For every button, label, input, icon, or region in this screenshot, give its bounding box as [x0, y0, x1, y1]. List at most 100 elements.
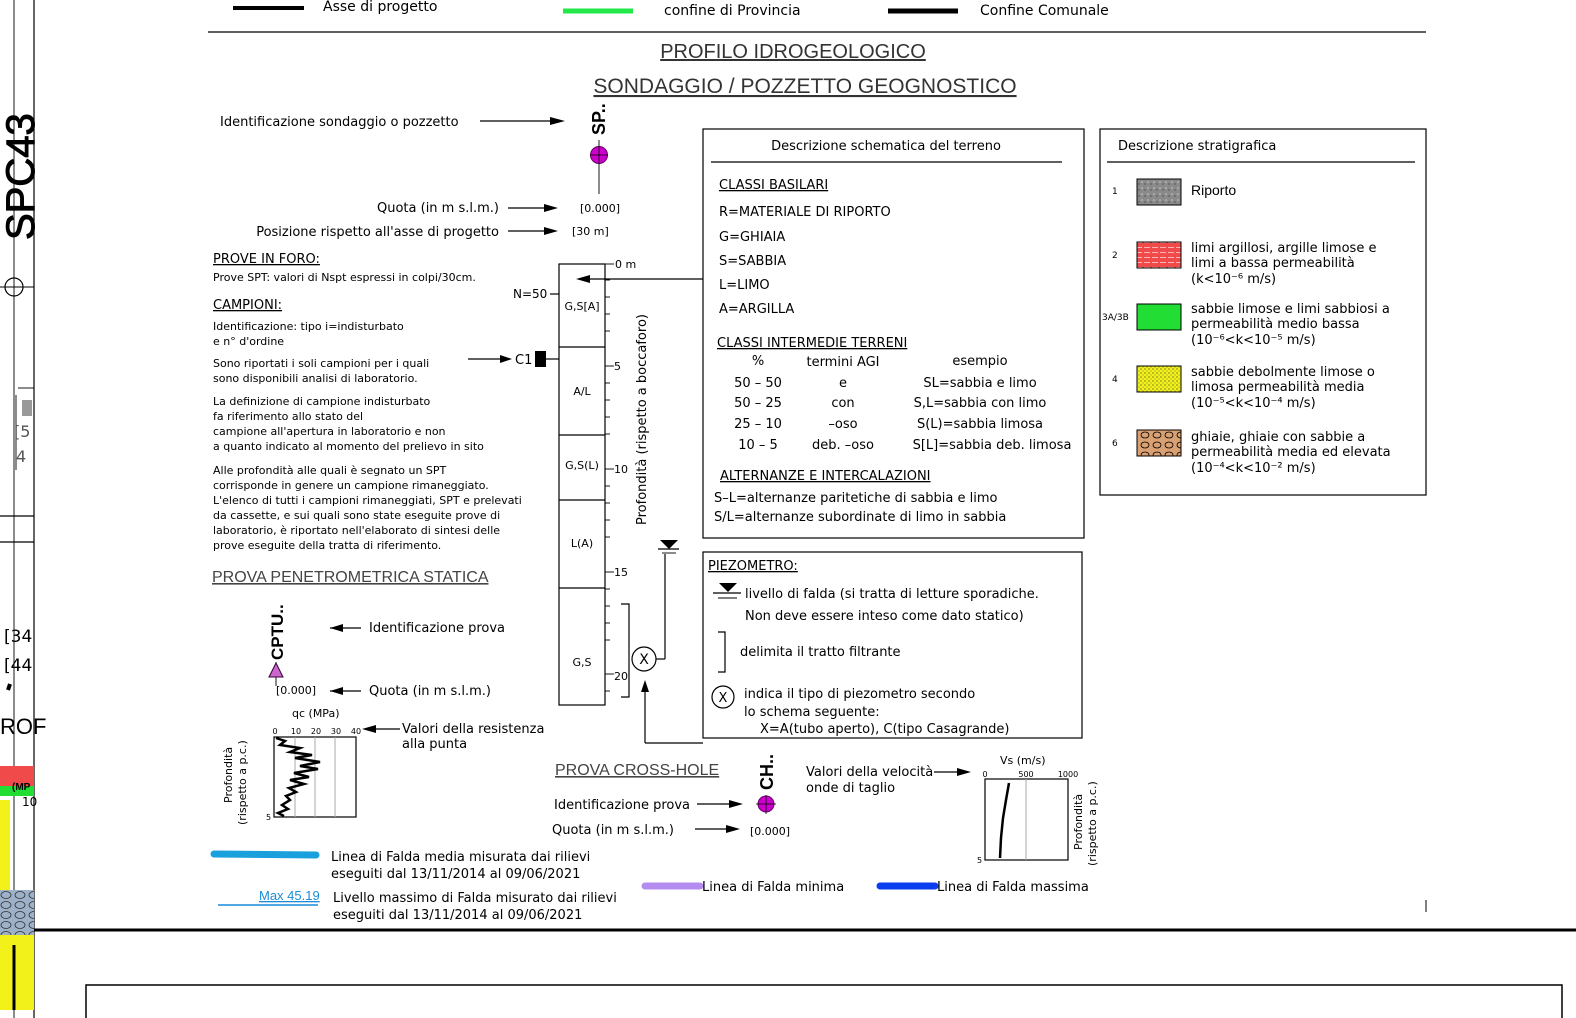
piezo-symbol: X — [719, 691, 728, 706]
sondaggio-ident: Identificazione sondaggio o pozzetto SP.… — [220, 103, 620, 240]
campioni-line: Alle profondità alle quali è segnato un … — [213, 464, 447, 477]
label-text: 500 — [1018, 770, 1033, 779]
campione-label: C1 — [515, 353, 532, 368]
campioni-line: fa riferimento allo stato del — [213, 410, 363, 423]
label-text: 0 — [982, 770, 987, 779]
depth-ticks — [605, 263, 614, 692]
table-cell: e — [839, 376, 847, 391]
margin-frag-5: ROF — [0, 714, 46, 739]
prove-spt: Prove SPT: valori di Nspt espressi in co… — [213, 271, 476, 284]
sondaggio-id: SP.. — [589, 103, 609, 135]
piezo-falda-1: livello di falda (si tratta di letture s… — [745, 587, 1039, 602]
cptu-marker-icon — [268, 661, 284, 678]
cptu-ticks: 0 10 20 30 40 — [272, 727, 361, 736]
strat-desc: (10⁻⁴<k<10⁻² m/s) — [1191, 461, 1316, 476]
strat-desc: limi argillosi, argille limose e — [1191, 241, 1376, 256]
cptu-resistenza-2: alla punta — [402, 737, 467, 752]
campioni-line: campione all'apertura in laboratorio e n… — [213, 425, 446, 438]
descrizione-schematica: Descrizione schematica del terreno CLASS… — [702, 128, 1085, 539]
crosshole-vel-1: Valori della velocità — [806, 765, 933, 780]
strat-desc: (10⁻⁶<k<10⁻⁵ m/s) — [1191, 333, 1316, 348]
sondaggio-quota-value: [0.000] — [580, 202, 620, 215]
stratigrafica-title: Descrizione stratigrafica — [1118, 139, 1276, 154]
strat-num: 2 — [1112, 251, 1118, 261]
alternanza-item: S/L=alternanze subordinate di limo in sa… — [714, 510, 1006, 525]
cptu-axis-title: qc (MPa) — [292, 707, 339, 720]
table-cell: 10 – 5 — [738, 438, 778, 453]
table-cell: –oso — [828, 417, 857, 432]
margin-frag-7: 10 — [22, 795, 37, 809]
column-axis-label: Profondità (rispetto a boccaforo) — [635, 314, 650, 525]
label-text: 1000 — [1058, 770, 1078, 779]
classi-intermedie-title: CLASSI INTERMEDIE TERRENI — [717, 336, 907, 351]
cptu-id: CPTU.. — [268, 604, 287, 660]
bottom-frame — [34, 900, 1576, 1018]
depth-label: 20 — [614, 670, 628, 683]
margin-frag-2: 4 — [16, 447, 26, 466]
falda-legend: Linea di Falda media misurata dai riliev… — [210, 850, 1089, 923]
layer-label: L(A) — [571, 537, 593, 550]
cptu-resistenza-1: Valori della resistenza — [402, 722, 544, 737]
strat-desc: permeabilità media ed elevata — [1191, 445, 1391, 460]
falda-max-value: Max 45.19 — [259, 888, 320, 903]
table-cell: 50 – 25 — [734, 396, 782, 411]
strat-desc: ghiaie, ghiaie con sabbie a — [1191, 430, 1365, 445]
prove-title: PROVE IN FORO: — [213, 252, 320, 267]
piezo-type-symbol: X — [639, 652, 649, 668]
table-cell: 50 – 50 — [734, 376, 782, 391]
crosshole-quota-label: Quota (in m s.l.m.) — [552, 823, 674, 838]
crosshole-id: CH.. — [757, 754, 777, 790]
crosshole-quota-value: [0.000] — [750, 825, 790, 838]
cptu-legend: PROVA PENETROMETRICA STATICA CPTU.. Iden… — [212, 569, 544, 825]
margin-red-band — [0, 766, 34, 786]
strat-num: 6 — [1112, 439, 1118, 449]
piezo-tipo-1: indica il tipo di piezometro secondo — [744, 687, 975, 702]
table-cell: S(L)=sabbia limosa — [917, 417, 1043, 432]
classe-item: S=SABBIA — [719, 254, 786, 269]
piezo-filtrante: delimita il tratto filtrante — [740, 645, 901, 660]
campioni-line: Identificazione: tipo i=indisturbato — [213, 320, 404, 333]
swatch-sabbie-deb — [1136, 365, 1182, 393]
alternanza-item: S–L=alternanze paritetiche di sabbia e l… — [714, 491, 998, 506]
margin-frag-3: [34 — [4, 627, 32, 647]
label-text: 10 — [291, 727, 301, 736]
cptu-resistance-curve — [274, 736, 321, 818]
title-profilo: PROFILO IDROGEOLOGICO — [660, 41, 926, 63]
descrizione-stratigrafica: Descrizione stratigrafica 1 Riporto 2 li… — [1099, 128, 1427, 496]
margin-frag-4: [44 — [4, 656, 32, 676]
classe-item: R=MATERIALE DI RIPORTO — [719, 205, 891, 220]
piezo-tipo-3: X=A(tubo aperto), C(tipo Casagrande) — [760, 722, 1010, 737]
strat-desc: limosa permeabilità media — [1191, 380, 1364, 395]
layer-label: G,S[A] — [564, 300, 599, 313]
title-sondaggio: SONDAGGIO / POZZETTO GEOGNOSTICO — [593, 75, 1016, 98]
classi-basilari-title: CLASSI BASILARI — [719, 178, 828, 193]
campioni-line: Sono riportati i soli campioni per i qua… — [213, 357, 429, 370]
crosshole-axis-title: Vs (m/s) — [1000, 754, 1046, 767]
margin-frag-1: [5 — [14, 422, 30, 441]
campioni-line: prove eseguite della tratta di riferimen… — [213, 539, 441, 552]
strat-num: 4 — [1112, 375, 1118, 385]
falda-media-2: eseguiti dal 13/11/2014 al 09/06/2021 — [331, 867, 580, 882]
margin-mark — [22, 400, 32, 416]
cptu-ylabel-2: (rispetto a p.c.) — [236, 740, 249, 825]
margin-frag-6: (MP — [12, 782, 31, 793]
strat-desc: sabbie limose e limi sabbiosi a — [1191, 302, 1390, 317]
falda-media-line — [210, 850, 320, 859]
crosshole-depth-tick: 5 — [977, 856, 982, 865]
sondaggio-id-label: Identificazione sondaggio o pozzetto — [220, 115, 459, 130]
sondaggio-posizione-label: Posizione rispetto all'asse di progetto — [256, 225, 499, 240]
sondaggio-posizione-value: [30 m] — [572, 225, 609, 238]
falda-media-1: Linea di Falda media misurata dai riliev… — [331, 850, 590, 865]
piezo-tipo-2: lo schema seguente: — [744, 705, 880, 720]
notes-left: PROVE IN FORO: Prove SPT: valori di Nspt… — [213, 252, 522, 552]
strat-desc: (k<10⁻⁶ m/s) — [1191, 272, 1276, 287]
piezo-type-icon — [711, 685, 735, 709]
cptu-id-label: Identificazione prova — [369, 621, 505, 636]
cptu-depth-tick: 5 — [266, 813, 271, 822]
provincia-label: confine di Provincia — [664, 3, 801, 19]
classe-item: L=LIMO — [719, 278, 770, 293]
title-block-frame — [85, 984, 1563, 1018]
strat-desc: Riporto — [1191, 182, 1236, 198]
table-cell: S,L=sabbia con limo — [914, 396, 1047, 411]
